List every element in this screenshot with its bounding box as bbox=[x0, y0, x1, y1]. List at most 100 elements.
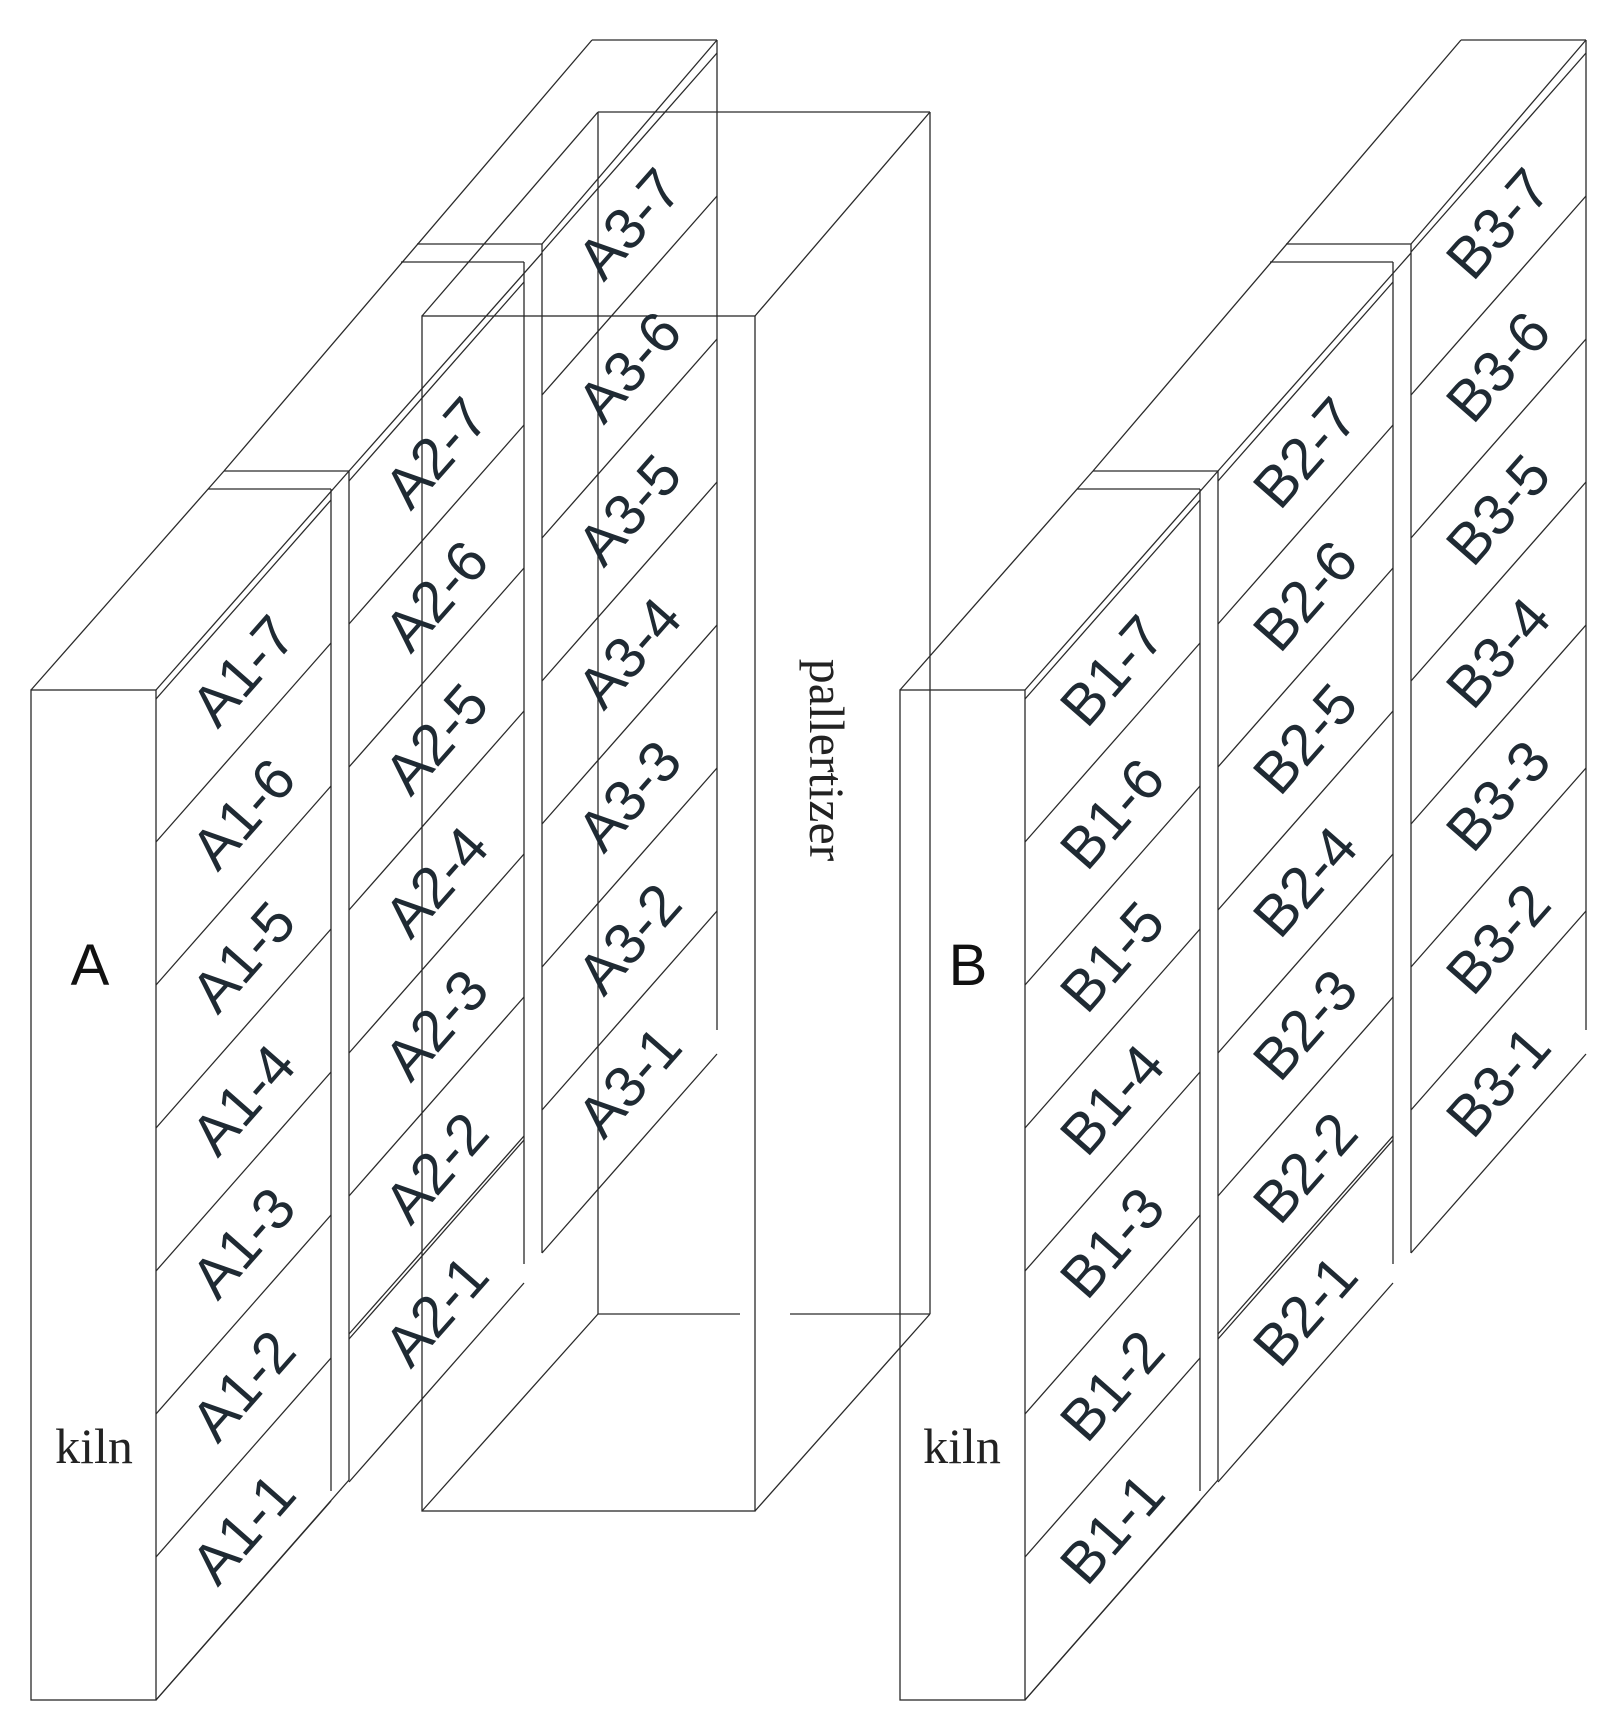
cell-divider bbox=[348, 1282, 525, 1483]
cell-divider bbox=[1217, 1282, 1394, 1483]
cell-divider bbox=[1217, 853, 1394, 1054]
rack-cell-label: B1-3 bbox=[1048, 1176, 1178, 1311]
rack-cell-label: A3-4 bbox=[565, 586, 695, 721]
rack-cell-label: A1-4 bbox=[179, 1033, 309, 1168]
cell-divider bbox=[155, 499, 332, 700]
rack-cell-label: B2-1 bbox=[1241, 1244, 1371, 1379]
rack-cell-label: A3-7 bbox=[565, 157, 695, 292]
cell-divider bbox=[1217, 1139, 1394, 1340]
cell-divider bbox=[1024, 1500, 1201, 1701]
palletizer-box bbox=[421, 111, 931, 1512]
palletizer-label: pallertizer bbox=[799, 659, 855, 862]
cell-divider bbox=[1410, 767, 1587, 968]
cell-divider bbox=[1024, 1071, 1201, 1272]
rack-cell-label: B2-3 bbox=[1241, 958, 1371, 1093]
kiln-a-box bbox=[30, 470, 350, 1701]
cell-divider bbox=[155, 642, 332, 843]
rack-a3-frame bbox=[223, 39, 718, 1030]
rack-cell-label: B3-4 bbox=[1434, 586, 1564, 721]
cell-divider bbox=[1410, 338, 1587, 539]
cell-divider bbox=[541, 338, 718, 539]
rack-a2: A2-1A2-2A2-3A2-4A2-5A2-6A2-7 bbox=[348, 281, 525, 1483]
cell-divider bbox=[1410, 481, 1587, 682]
kiln-a-label: kiln bbox=[55, 1418, 133, 1474]
rack-cell-label: A2-3 bbox=[372, 958, 502, 1093]
kiln-a-letter: A bbox=[71, 933, 110, 998]
cell-divider bbox=[541, 481, 718, 682]
rack-a3: A3-1A3-2A3-3A3-4A3-5A3-6A3-7 bbox=[541, 52, 718, 1254]
rack-b1: B1-1B1-2B1-3B1-4B1-5B1-6B1-7 bbox=[1024, 499, 1201, 1701]
rack-b2: B2-1B2-2B2-3B2-4B2-5B2-6B2-7 bbox=[1217, 281, 1394, 1483]
cell-divider bbox=[348, 567, 525, 768]
cell-divider bbox=[541, 624, 718, 825]
cell-divider bbox=[155, 1357, 332, 1558]
rack-cell-label: A2-4 bbox=[372, 815, 502, 950]
cell-divider bbox=[1410, 1053, 1587, 1254]
rack-cell-label: A1-2 bbox=[179, 1319, 309, 1454]
cell-divider bbox=[1410, 910, 1587, 1111]
cell-divider bbox=[348, 996, 525, 1197]
cell-divider bbox=[541, 1053, 718, 1254]
kiln-b-box bbox=[899, 470, 1219, 1701]
rack-cell-label: A3-6 bbox=[565, 300, 695, 435]
cell-divider bbox=[348, 1139, 525, 1340]
rack-cell-label: A2-7 bbox=[372, 386, 502, 521]
rack-cell-label: B3-6 bbox=[1434, 300, 1564, 435]
rack-a1-frame bbox=[208, 470, 350, 1491]
cell-divider bbox=[155, 1500, 332, 1701]
rack-cell-label: B2-6 bbox=[1241, 529, 1371, 664]
rack-cell-label: A3-2 bbox=[565, 872, 695, 1007]
rack-cell-label: B1-6 bbox=[1048, 747, 1178, 882]
cell-divider bbox=[348, 281, 525, 482]
rack-cell-label: B1-4 bbox=[1048, 1033, 1178, 1168]
rack-cell-label: B2-2 bbox=[1241, 1101, 1371, 1236]
rack-cell-label: A2-2 bbox=[372, 1101, 502, 1236]
cell-divider bbox=[1410, 52, 1587, 253]
rack-cell-label: B3-3 bbox=[1434, 729, 1564, 864]
kiln-b-letter: B bbox=[949, 933, 988, 998]
rack-cell-label: B2-4 bbox=[1241, 815, 1371, 950]
cell-divider bbox=[348, 424, 525, 625]
cell-divider bbox=[155, 1214, 332, 1415]
rack-b2-frame bbox=[1217, 243, 1412, 1335]
cell-divider bbox=[541, 52, 718, 253]
rack-b3-frame bbox=[1092, 39, 1587, 1030]
cell-divider bbox=[1217, 710, 1394, 911]
cell-divider bbox=[1024, 1214, 1201, 1415]
rack-cell-label: A1-7 bbox=[179, 604, 309, 739]
cell-divider bbox=[155, 928, 332, 1129]
wireframe-lines bbox=[30, 39, 1587, 1701]
rack-cell-label: B1-5 bbox=[1048, 890, 1178, 1025]
cell-divider bbox=[155, 785, 332, 986]
rack-cell-label: A2-5 bbox=[372, 672, 502, 807]
kiln-b-label: kiln bbox=[923, 1418, 1001, 1474]
cell-divider bbox=[1024, 785, 1201, 986]
cell-divider bbox=[348, 710, 525, 911]
cell-divider bbox=[155, 1071, 332, 1272]
cell-divider bbox=[1024, 499, 1201, 700]
cell-divider bbox=[1217, 567, 1394, 768]
rack-cell-label: B3-1 bbox=[1434, 1015, 1564, 1150]
rack-cell-label: B2-5 bbox=[1241, 672, 1371, 807]
rack-cell-label: B3-5 bbox=[1434, 443, 1564, 578]
cell-divider bbox=[1410, 624, 1587, 825]
cell-divider bbox=[541, 195, 718, 396]
cell-divider bbox=[1024, 1357, 1201, 1558]
rack-cell-label: B1-1 bbox=[1048, 1462, 1178, 1597]
rack-a2-frame bbox=[348, 243, 543, 1335]
cell-divider bbox=[541, 910, 718, 1111]
rack-b3: B3-1B3-2B3-3B3-4B3-5B3-6B3-7 bbox=[1410, 52, 1587, 1254]
cell-divider bbox=[1024, 642, 1201, 843]
rack-a1: A1-1A1-2A1-3A1-4A1-5A1-6A1-7 bbox=[155, 499, 332, 1701]
rack-cell-label: A2-6 bbox=[372, 529, 502, 664]
rack-b1-frame bbox=[1077, 470, 1219, 1491]
rack-cell-label: A1-6 bbox=[179, 747, 309, 882]
cell-divider bbox=[1024, 928, 1201, 1129]
rack-cell-label: A3-3 bbox=[565, 729, 695, 864]
rack-cell-label: A1-5 bbox=[179, 890, 309, 1025]
cell-divider bbox=[541, 767, 718, 968]
rack-cell-label: A2-1 bbox=[372, 1244, 502, 1379]
rack-cell-label: B3-2 bbox=[1434, 872, 1564, 1007]
